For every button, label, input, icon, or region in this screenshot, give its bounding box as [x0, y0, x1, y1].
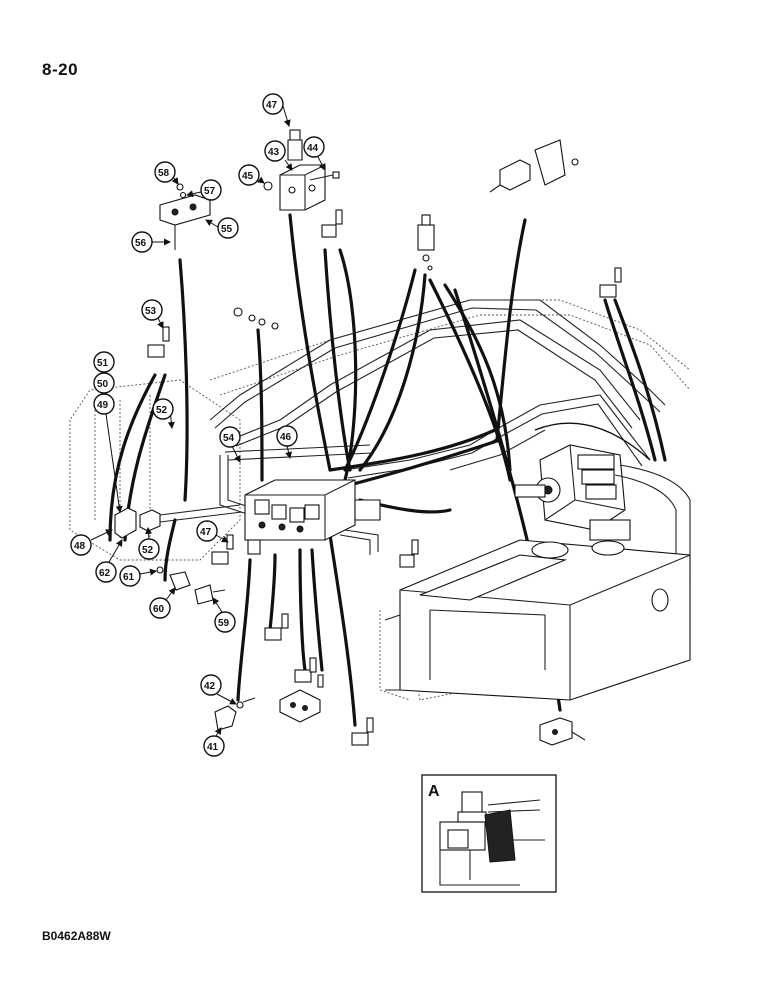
callout-43: 43	[264, 140, 293, 171]
callout-47-lower: 47	[196, 520, 229, 543]
callout-48: 48	[70, 529, 113, 556]
svg-text:62: 62	[99, 568, 111, 579]
callout-46: 46	[276, 425, 298, 459]
svg-text:42: 42	[204, 681, 216, 692]
svg-text:53: 53	[145, 306, 157, 317]
callout-41: 41	[203, 727, 225, 757]
callout-62: 62	[95, 539, 123, 583]
svg-text:44: 44	[307, 143, 319, 154]
svg-text:57: 57	[204, 186, 216, 197]
top-parts	[147, 129, 622, 358]
lower-fittings	[114, 507, 586, 746]
svg-text:55: 55	[221, 224, 233, 235]
svg-text:61: 61	[123, 572, 135, 583]
callout-51: 51	[93, 351, 115, 373]
callout-57: 57	[186, 179, 222, 201]
svg-text:49: 49	[97, 400, 109, 411]
svg-text:60: 60	[153, 604, 165, 615]
callout-42: 42	[200, 674, 237, 705]
callout-58: 58	[154, 161, 179, 185]
svg-text:45: 45	[242, 171, 254, 182]
callout-50: 50	[93, 372, 115, 394]
callout-52-upper: 52	[152, 398, 175, 429]
svg-text:59: 59	[218, 618, 230, 629]
figure-code: B0462A88W	[42, 929, 111, 943]
svg-text:52: 52	[156, 405, 168, 416]
svg-text:52: 52	[142, 545, 154, 556]
svg-text:47: 47	[200, 527, 212, 538]
callout-55: 55	[205, 217, 239, 239]
inset-a: A	[421, 774, 557, 893]
svg-text:50: 50	[97, 379, 109, 390]
svg-text:56: 56	[135, 238, 147, 249]
callout-59: 59	[212, 597, 236, 633]
callout-49: 49	[93, 393, 123, 513]
callout-56: 56	[131, 231, 171, 253]
svg-text:58: 58	[158, 168, 170, 179]
callout-61: 61	[119, 565, 157, 587]
svg-text:41: 41	[207, 742, 219, 753]
callout-54: 54	[219, 426, 241, 463]
svg-text:54: 54	[223, 433, 235, 444]
inset-label: A	[428, 783, 440, 800]
svg-text:43: 43	[268, 147, 280, 158]
callout-52-lower: 52	[138, 527, 160, 560]
callouts: 47 43 44 45 58 57 55 56	[70, 93, 326, 757]
svg-text:47: 47	[266, 100, 278, 111]
svg-text:48: 48	[74, 541, 86, 552]
callout-44: 44	[303, 136, 326, 171]
svg-text:46: 46	[280, 432, 292, 443]
pump-assembly	[514, 444, 691, 580]
callout-60: 60	[149, 587, 176, 619]
svg-text:51: 51	[97, 358, 109, 369]
callout-53: 53	[141, 299, 164, 329]
page-number: 8-20	[42, 60, 79, 79]
hydraulic-tank	[384, 519, 691, 701]
control-valve	[244, 479, 381, 541]
callout-45: 45	[238, 164, 265, 186]
callout-47-top: 47	[262, 93, 291, 127]
